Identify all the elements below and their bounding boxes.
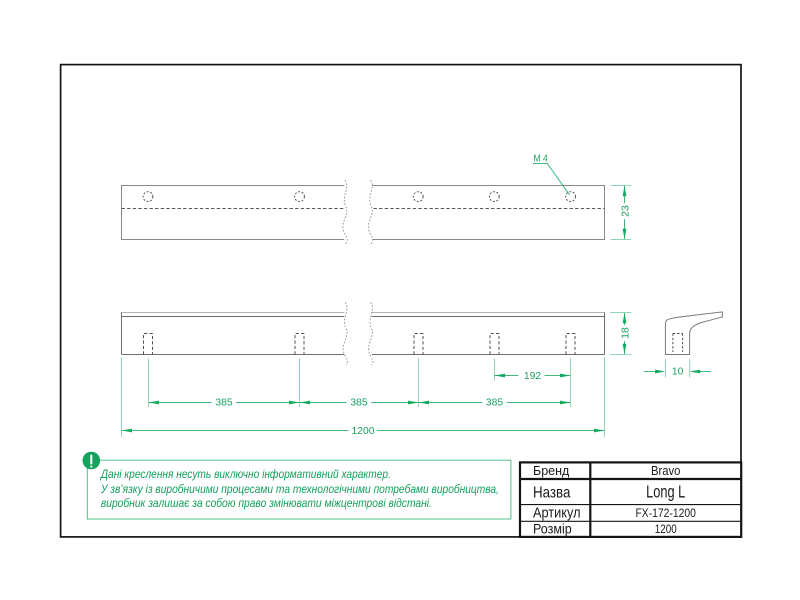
- svg-text:Розмір: Розмір: [533, 521, 572, 537]
- svg-text:FX-172-1200: FX-172-1200: [636, 508, 696, 521]
- svg-text:Дані креслення несуть виключно: Дані креслення несуть виключно інформати…: [99, 467, 391, 481]
- svg-text:У зв’язку із виробничими проце: У зв’язку із виробничими процесами та те…: [100, 482, 499, 496]
- svg-text:Назва: Назва: [533, 484, 571, 501]
- svg-text:1200: 1200: [352, 426, 375, 437]
- svg-text:192: 192: [524, 371, 541, 382]
- svg-text:18: 18: [620, 327, 632, 339]
- svg-text:385: 385: [215, 398, 232, 409]
- svg-text:23: 23: [620, 205, 632, 217]
- svg-text:Bravo: Bravo: [651, 463, 681, 478]
- svg-text:виробник залишає за собою прав: виробник залишає за собою право змінюват…: [101, 496, 432, 510]
- svg-text:1200: 1200: [655, 523, 677, 536]
- svg-text:Бренд: Бренд: [533, 464, 570, 478]
- svg-text:Long L: Long L: [646, 482, 685, 502]
- svg-text:385: 385: [486, 398, 503, 409]
- svg-text:385: 385: [350, 398, 367, 409]
- svg-text:Артикул: Артикул: [533, 505, 581, 521]
- svg-text:10: 10: [672, 367, 684, 378]
- svg-text:M 4: M 4: [534, 153, 549, 164]
